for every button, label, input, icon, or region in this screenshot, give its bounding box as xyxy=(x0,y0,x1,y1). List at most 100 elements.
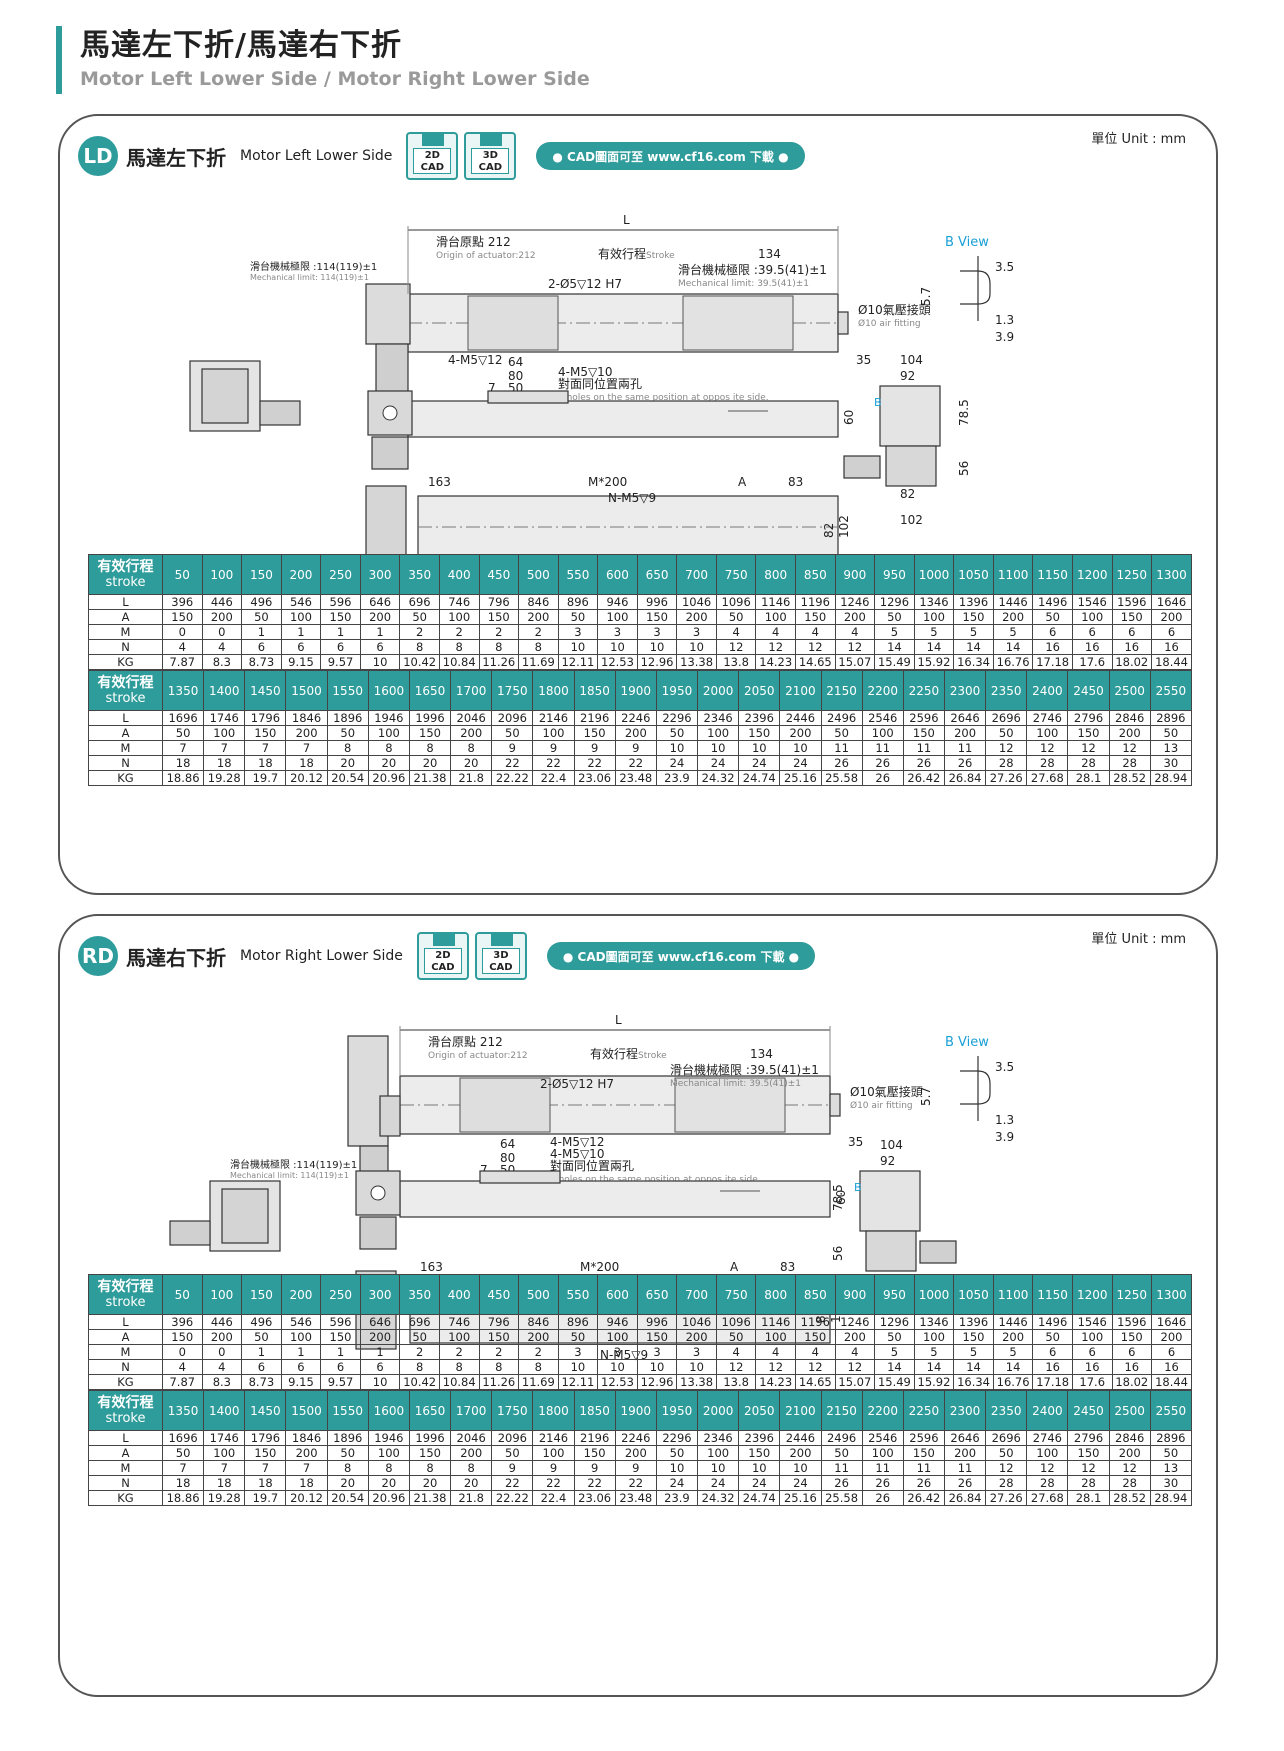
table-cell: 50 xyxy=(820,725,863,741)
table-cell: 2 xyxy=(399,1344,440,1360)
table-cell: 20.96 xyxy=(367,1490,410,1506)
cad-3d-icon[interactable]: 3D CAD xyxy=(464,132,517,180)
table-cell: 20.12 xyxy=(285,1490,328,1506)
stroke-value: 2250 xyxy=(902,1390,945,1431)
table-cell: 15.49 xyxy=(874,1374,915,1390)
table-cell: 2 xyxy=(518,1344,559,1360)
table-cell: 9 xyxy=(573,1460,616,1476)
stroke-header-en: stroke xyxy=(105,574,146,590)
table-cell: 26 xyxy=(820,1475,863,1491)
table-cell: 26.42 xyxy=(902,770,945,786)
dim-L: L xyxy=(623,213,630,227)
table-cell: 150 xyxy=(162,609,203,625)
stroke-value: 950 xyxy=(874,554,915,595)
table-cell: 1046 xyxy=(676,594,717,610)
table-cell: 200 xyxy=(1108,1445,1151,1461)
table-cell: 12 xyxy=(1026,1460,1069,1476)
table-cell: 13.8 xyxy=(715,654,757,670)
stroke-value: 1450 xyxy=(244,1390,287,1431)
table-cell: 100 xyxy=(367,725,410,741)
table-cell: 5 xyxy=(874,624,915,640)
table-cell: 1146 xyxy=(755,594,796,610)
table-cell: 2846 xyxy=(1108,1430,1151,1446)
stroke-value: 400 xyxy=(438,1274,480,1315)
table-cell: 100 xyxy=(755,609,796,625)
stroke-value: 500 xyxy=(518,1274,559,1315)
table-cell: 100 xyxy=(203,1445,246,1461)
table-cell: 50 xyxy=(820,1445,863,1461)
dim-3-5: 3.5 xyxy=(995,260,1014,274)
table-cell: 1046 xyxy=(676,1314,717,1330)
table-cell: 946 xyxy=(597,594,638,610)
stroke-value: 1750 xyxy=(491,1390,534,1431)
stroke-value: 2450 xyxy=(1067,670,1110,711)
table-cell: 1796 xyxy=(244,1430,287,1446)
table-cell: 6 xyxy=(320,639,361,655)
table-cell: 10.42 xyxy=(399,1374,440,1390)
table-cell: 200 xyxy=(1108,725,1151,741)
table-cell: 200 xyxy=(285,725,328,741)
panel-rd: 單位 Unit : mm RD 馬達右下折 Motor Right Lower … xyxy=(58,914,1218,1697)
cad-download-link[interactable]: ● CAD圖面可至 www.cf16.com 下載 ● xyxy=(546,942,816,970)
table-cell: 150 xyxy=(738,1445,781,1461)
stroke-value: 700 xyxy=(676,554,717,595)
table-cell: 150 xyxy=(478,1329,520,1345)
table-cell: 11 xyxy=(861,1460,904,1476)
stroke-label: 有效行程 xyxy=(590,1046,638,1061)
table-cell: 28.52 xyxy=(1108,770,1151,786)
table-cell: 7.87 xyxy=(162,654,203,670)
dim-7: 7 xyxy=(480,1163,488,1177)
top-view xyxy=(365,283,849,397)
table-cell: 100 xyxy=(532,1445,575,1461)
stroke-value: 600 xyxy=(597,554,638,595)
stroke-value: 2500 xyxy=(1108,670,1151,711)
m5-10-label: 4-M5▽10 xyxy=(550,1147,604,1161)
stroke-value: 50 xyxy=(162,1274,203,1315)
dim-3-9: 3.9 xyxy=(995,1130,1014,1144)
table-cell: 10 xyxy=(676,1359,717,1375)
table-cell: 2 xyxy=(478,624,520,640)
table-cell: 150 xyxy=(902,1445,945,1461)
table-cell: 16.76 xyxy=(992,654,1034,670)
stroke-value: 1400 xyxy=(203,670,246,711)
cad-3d-icon[interactable]: 3D CAD xyxy=(474,932,527,980)
stroke-value: 1300 xyxy=(1151,1274,1192,1315)
table-cell: 9 xyxy=(532,740,575,756)
table-cell: 100 xyxy=(913,1329,955,1345)
stroke-value: 1050 xyxy=(953,554,994,595)
table-cell: 25.16 xyxy=(779,1490,822,1506)
table-cell: 16.34 xyxy=(953,1374,994,1390)
cad-2d-icon[interactable]: 2D CAD xyxy=(406,132,459,180)
table-cell: 26.84 xyxy=(943,770,987,786)
stroke-value: 1550 xyxy=(326,670,369,711)
origin-label-en: Origin of actuator:212 xyxy=(428,1051,528,1061)
stroke-value: 2100 xyxy=(779,670,822,711)
table-cell: 150 xyxy=(795,1329,836,1345)
table-cell: 2896 xyxy=(1149,710,1193,726)
stroke-value: 2300 xyxy=(943,670,987,711)
table-cell: 8 xyxy=(518,1359,559,1375)
table-cell: 646 xyxy=(359,1314,401,1330)
table-cell: 6 xyxy=(1032,624,1073,640)
table-cell: 28.1 xyxy=(1067,1490,1110,1506)
table-cell: 14.65 xyxy=(795,1374,836,1390)
table-cell: 50 xyxy=(655,1445,699,1461)
table-cell: 8 xyxy=(518,639,559,655)
table-cell: 150 xyxy=(244,1445,287,1461)
cad-2d-icon[interactable]: 2D CAD xyxy=(416,932,469,980)
stroke-value: 2550 xyxy=(1149,670,1193,711)
table-cell: 20 xyxy=(326,1475,369,1491)
table-cell: 100 xyxy=(1026,1445,1069,1461)
cad-download-link[interactable]: ● CAD圖面可至 www.cf16.com 下載 ● xyxy=(536,142,805,170)
table-cell: 26 xyxy=(902,1475,945,1491)
table-cell: 50 xyxy=(161,1445,205,1461)
panel-header: RD 馬達右下折 Motor Right Lower Side 2D CAD 3… xyxy=(78,930,816,982)
air-fitting-label-en: Ø10 air fitting xyxy=(858,318,921,329)
table-cell: 50 xyxy=(491,725,534,741)
table-cell: 17.18 xyxy=(1032,1374,1073,1390)
table-cell: 8 xyxy=(367,1460,410,1476)
table-cell: 2696 xyxy=(985,1430,1028,1446)
